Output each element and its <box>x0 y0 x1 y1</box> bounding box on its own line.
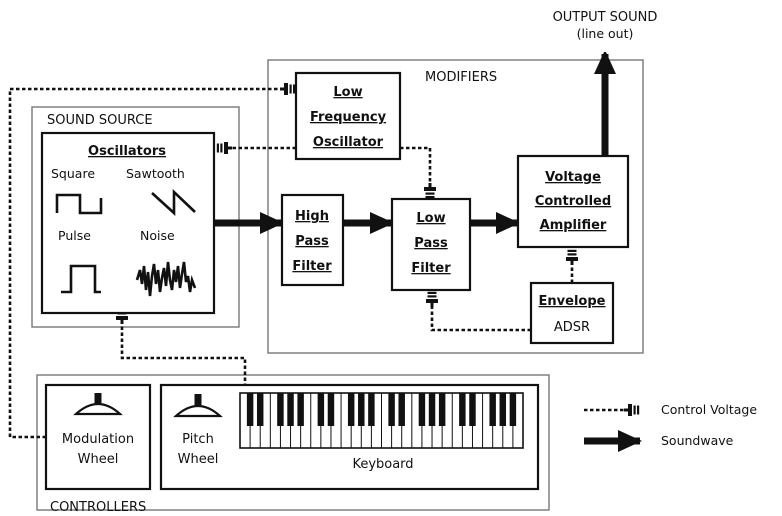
black-key <box>327 393 335 426</box>
output-sound-title: OUTPUT SOUND <box>553 10 658 25</box>
noise-wave-icon <box>135 261 197 297</box>
black-key <box>347 393 355 426</box>
black-key <box>398 393 405 426</box>
dial-arrow-icon <box>566 249 578 265</box>
black-key <box>277 393 284 426</box>
black-key <box>287 393 294 426</box>
black-key <box>438 393 446 426</box>
hpf-label-line3: Filter <box>292 259 332 274</box>
low-pass-filter-block <box>390 197 472 292</box>
black-key <box>297 393 304 426</box>
lpf-label-line3: Filter <box>411 261 451 276</box>
high-pass-filter-block <box>280 193 345 287</box>
lfo-block <box>294 71 402 161</box>
keyboard-label: Keyboard <box>352 457 413 472</box>
mod-wheel-label-line1: Modulation <box>62 432 134 447</box>
oscillators-title: Oscillators <box>88 144 166 159</box>
cv-keyboard-to-osc <box>120 326 247 393</box>
controllers-group <box>36 374 550 511</box>
hpf-label-line2: Pass <box>295 234 329 249</box>
black-key <box>246 393 254 426</box>
black-key <box>256 393 264 426</box>
envelope-title: Envelope <box>539 294 606 309</box>
vca-label-line1: Voltage <box>545 170 601 185</box>
modifiers-label: MODIFIERS <box>425 70 497 85</box>
mod-wheel-label-line2: Wheel <box>78 452 119 467</box>
black-key <box>459 393 466 426</box>
sawtooth-label: Sawtooth <box>126 166 185 181</box>
black-key <box>469 393 476 426</box>
black-key <box>358 393 365 426</box>
black-key <box>317 393 325 426</box>
lfo-label-line2: Frequency <box>310 110 387 125</box>
black-key <box>388 393 395 426</box>
noise-label: Noise <box>140 228 175 243</box>
vca-label-line3: Amplifier <box>540 218 607 233</box>
black-key <box>428 393 436 426</box>
dial-arrow-icon <box>624 404 640 416</box>
black-key <box>499 393 507 426</box>
lfo-label-line3: Oscillator <box>313 135 384 150</box>
sound-source-label: SOUND SOURCE <box>47 113 153 128</box>
keyboard-keys-icon <box>239 392 524 449</box>
black-key <box>509 393 517 426</box>
modifiers-group <box>267 59 644 354</box>
pitch-wheel-label-line1: Pitch <box>182 432 214 447</box>
dial-arrow-icon <box>424 183 436 199</box>
dial-arrow-icon <box>216 142 232 154</box>
output-sound-subtitle: (line out) <box>577 26 634 41</box>
dial-arrow-icon <box>280 83 296 95</box>
pulse-label: Pulse <box>58 228 91 243</box>
envelope-sub: ADSR <box>554 320 590 335</box>
sound-source-group <box>31 106 240 328</box>
lpf-label-line1: Low <box>416 211 445 226</box>
wheel-icon <box>173 394 223 418</box>
wheel-icon <box>73 393 123 416</box>
sawtooth-wave-icon <box>151 188 196 216</box>
cv-env-to-lpf <box>430 306 531 332</box>
black-key <box>489 393 496 426</box>
square-wave-icon <box>55 193 103 215</box>
vca-label-line2: Controlled <box>535 194 611 209</box>
vca-block <box>516 154 630 249</box>
black-key <box>418 393 426 426</box>
hpf-label-line1: High <box>295 209 329 224</box>
legend-control-voltage: Control Voltage <box>661 402 757 417</box>
pulse-wave-icon <box>61 264 101 294</box>
square-label: Square <box>51 166 95 181</box>
dial-arrow-icon <box>426 291 438 307</box>
cv-lfo-to-lpf <box>400 146 432 184</box>
envelope-block <box>529 281 615 345</box>
pitch-wheel-label-line2: Wheel <box>178 452 219 467</box>
controllers-label: CONTROLLERS <box>50 500 146 515</box>
lfo-label-line1: Low <box>333 85 362 100</box>
lpf-label-line2: Pass <box>414 236 448 251</box>
legend-soundwave: Soundwave <box>661 433 734 448</box>
black-key <box>368 393 375 426</box>
cv-modwheel-to-lfo <box>8 87 281 439</box>
